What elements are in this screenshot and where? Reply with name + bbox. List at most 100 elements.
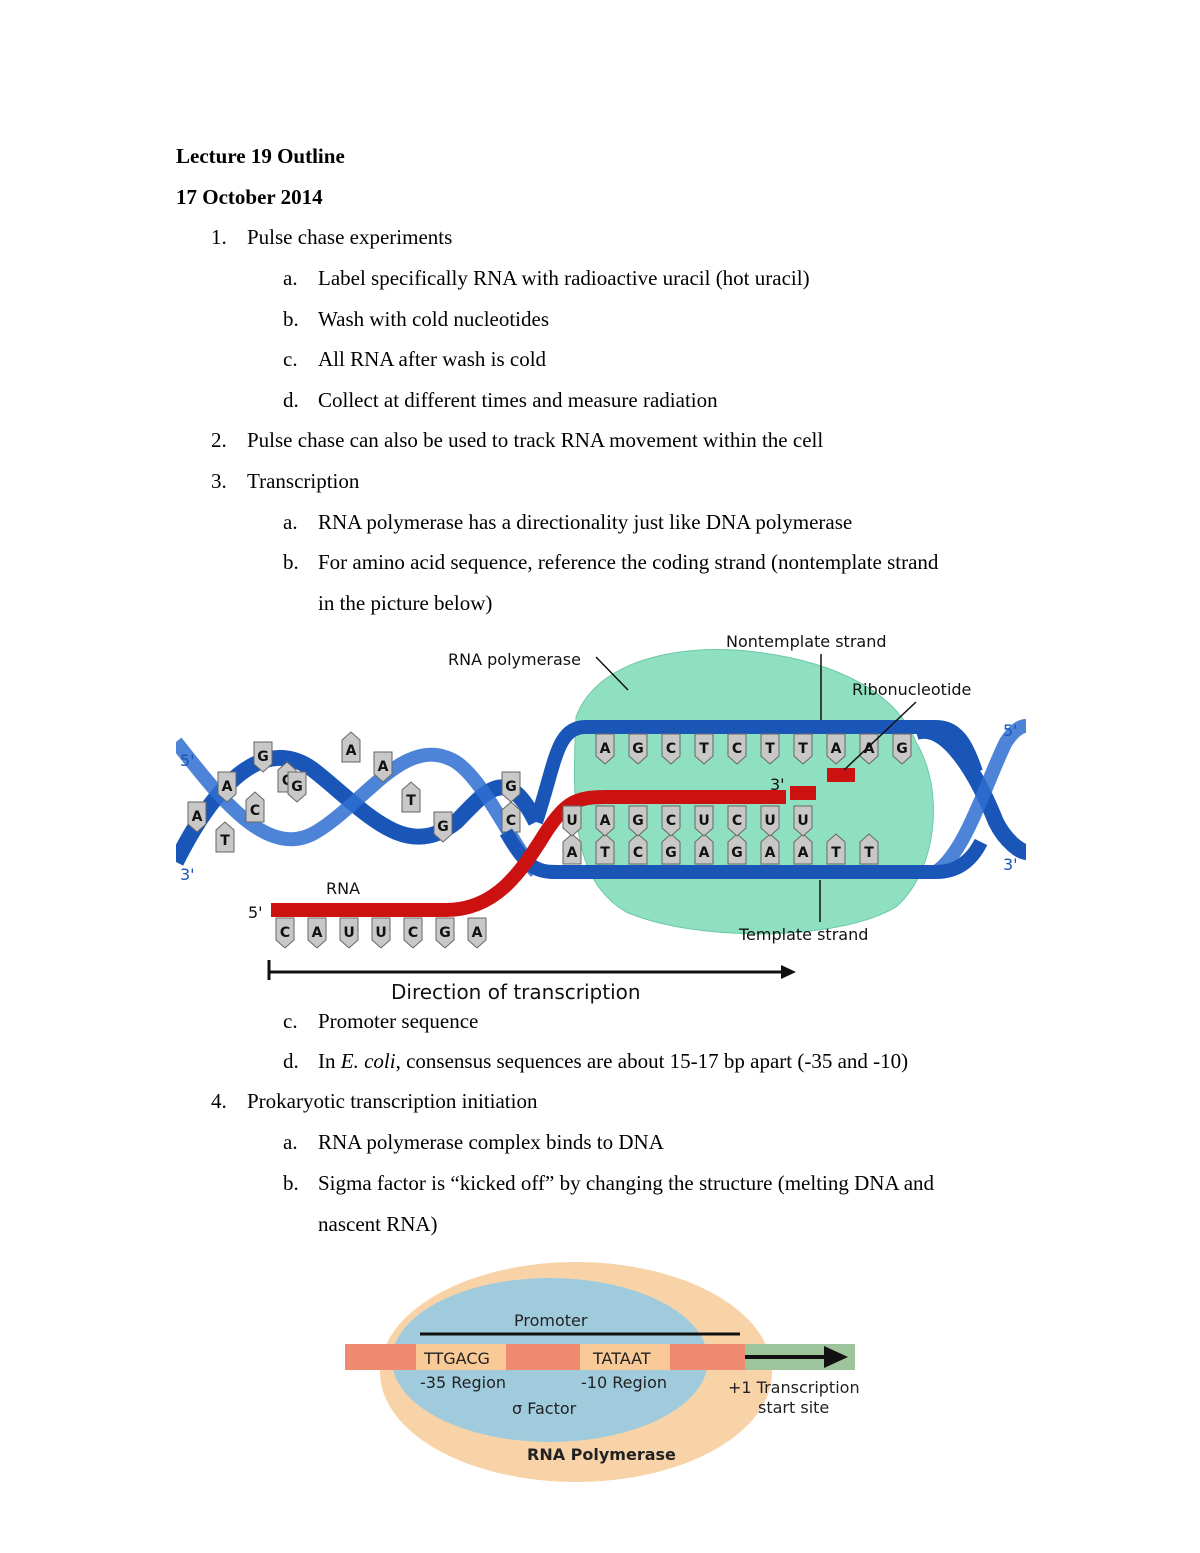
ribonucleotide-leader	[843, 701, 917, 771]
nucleotide-letter: A	[831, 741, 842, 757]
outline-subitem-text: Label specifically RNA with radioactive …	[318, 266, 810, 290]
rna-label: RNA	[326, 879, 360, 898]
nucleotide-letter: G	[437, 819, 449, 835]
nucleotide-letter: T	[406, 793, 416, 809]
outline-number: 1.	[211, 225, 227, 249]
nucleotide-base: A	[373, 751, 393, 783]
nucleotide-letter: U	[797, 813, 808, 829]
nucleotide-base: A	[341, 731, 361, 763]
nucleotide-letter: A	[378, 759, 389, 775]
nucleotide-base: A	[562, 833, 582, 865]
five-prime-label: 5'	[1003, 721, 1018, 740]
outline-letter: d.	[283, 388, 299, 412]
nucleotide-letter: A	[600, 741, 611, 757]
outline-letter: b.	[283, 307, 299, 331]
page-title: Lecture 19 Outline	[176, 144, 345, 168]
box35-label: TTGACG	[423, 1349, 490, 1368]
outline-subitem-text: All RNA after wash is cold	[318, 347, 547, 371]
template-strand	[499, 828, 988, 879]
nucleotide-letter: A	[346, 743, 357, 759]
three-prime-label: 3'	[180, 865, 195, 884]
nucleotide-letter: C	[250, 803, 260, 819]
nucleotide-letter: T	[864, 845, 874, 861]
nucleotide-letter: G	[505, 779, 517, 795]
nucleotide-base: T	[694, 733, 714, 765]
nucleotide-letter: C	[633, 845, 643, 861]
nucleotide-letter: G	[731, 845, 743, 861]
rna-polymerase-label: RNA Polymerase	[527, 1445, 676, 1464]
nucleotide-base: G	[892, 733, 912, 765]
start-arrow-head	[824, 1346, 848, 1368]
nucleotide-base: U	[694, 805, 714, 837]
nucleotide-letter: G	[439, 925, 451, 941]
nucleotide-letter: C	[666, 813, 676, 829]
nucleotide-base: T	[401, 781, 421, 813]
ribonucleotide-label: Ribonucleotide	[852, 680, 971, 699]
nucleotide-letter: A	[472, 925, 483, 941]
nucleotide-base: T	[215, 821, 235, 853]
nucleotide-letter: G	[896, 741, 908, 757]
incoming-ribonucleotide-rna	[790, 786, 816, 800]
outline-number: 4.	[211, 1089, 227, 1113]
nucleotide-base: G	[253, 741, 273, 773]
nucleotide-letter: G	[257, 749, 269, 765]
nucleotide-letter: T	[798, 741, 808, 757]
outline-item-text: Pulse chase can also be used to track RN…	[247, 428, 824, 452]
outline-subitem-text: In E. coli, consensus sequences are abou…	[318, 1049, 909, 1073]
outline-subitem-continuation: in the picture below)	[318, 591, 493, 615]
nucleotide-base: T	[859, 833, 879, 865]
outline-letter: d.	[283, 1049, 299, 1073]
nucleotide-base: A	[307, 917, 327, 949]
outline-subitem-text: For amino acid sequence, reference the c…	[318, 550, 939, 574]
species-name: E. coli	[340, 1049, 396, 1073]
nucleotide-letter: C	[282, 773, 292, 789]
nontemplate-strand	[529, 720, 983, 825]
nucleotide-base: U	[371, 917, 391, 949]
left-helix-strand-back	[176, 737, 542, 877]
box-35	[416, 1344, 506, 1370]
outline-letter: a.	[283, 266, 298, 290]
nucleotide-base: C	[661, 733, 681, 765]
direction-arrow-head	[781, 965, 796, 979]
nucleotide-letter: T	[699, 741, 709, 757]
dna-upstream	[345, 1344, 745, 1370]
five-prime-label: 5'	[180, 751, 195, 770]
outline-subitem-text: Wash with cold nucleotides	[318, 307, 550, 331]
nucleotide-letter: C	[280, 925, 290, 941]
nucleotide-letter: C	[666, 741, 676, 757]
rna-strand	[271, 790, 786, 917]
template-label: Template strand	[738, 925, 868, 944]
nucleotide-base: C	[661, 805, 681, 837]
rna-three-prime-label: 3'	[770, 775, 785, 794]
rna-polymerase-leader	[595, 656, 629, 691]
nucleotide-letter: A	[765, 845, 776, 861]
start-site-label-2: start site	[758, 1398, 829, 1417]
sigma-factor-label: σ Factor	[512, 1399, 577, 1418]
nucleotide-base: U	[760, 805, 780, 837]
nucleotide-base: C	[501, 801, 521, 833]
nucleotide-letter: T	[831, 845, 841, 861]
outline-subitem-text: Sigma factor is “kicked off” by changing…	[318, 1171, 935, 1195]
nucleotide-base: G	[433, 811, 453, 843]
nucleotide-base: C	[403, 917, 423, 949]
outline-number: 2.	[211, 428, 227, 452]
nucleotide-letter: A	[699, 845, 710, 861]
rna-five-prime-label: 5'	[248, 903, 263, 922]
outline-letter: b.	[283, 1171, 299, 1195]
nontemplate-label: Nontemplate strand	[726, 632, 887, 651]
nucleotide-letter: C	[732, 813, 742, 829]
nucleotide-letter: C	[408, 925, 418, 941]
nucleotide-base: G	[628, 733, 648, 765]
box10-label: TATAAT	[592, 1349, 651, 1368]
region35-label: -35 Region	[420, 1373, 506, 1392]
three-prime-label: 3'	[1003, 855, 1018, 874]
promoter-diagram: Promoter TTGACG TATAAT -35 Region -10 Re…	[345, 1262, 860, 1482]
nucleotide-base: A	[187, 801, 207, 833]
nucleotide-base: A	[595, 805, 615, 837]
nucleotide-letter: A	[312, 925, 323, 941]
nucleotide-letter: T	[765, 741, 775, 757]
box-10	[580, 1344, 670, 1370]
left-helix-strand-front	[176, 750, 544, 866]
